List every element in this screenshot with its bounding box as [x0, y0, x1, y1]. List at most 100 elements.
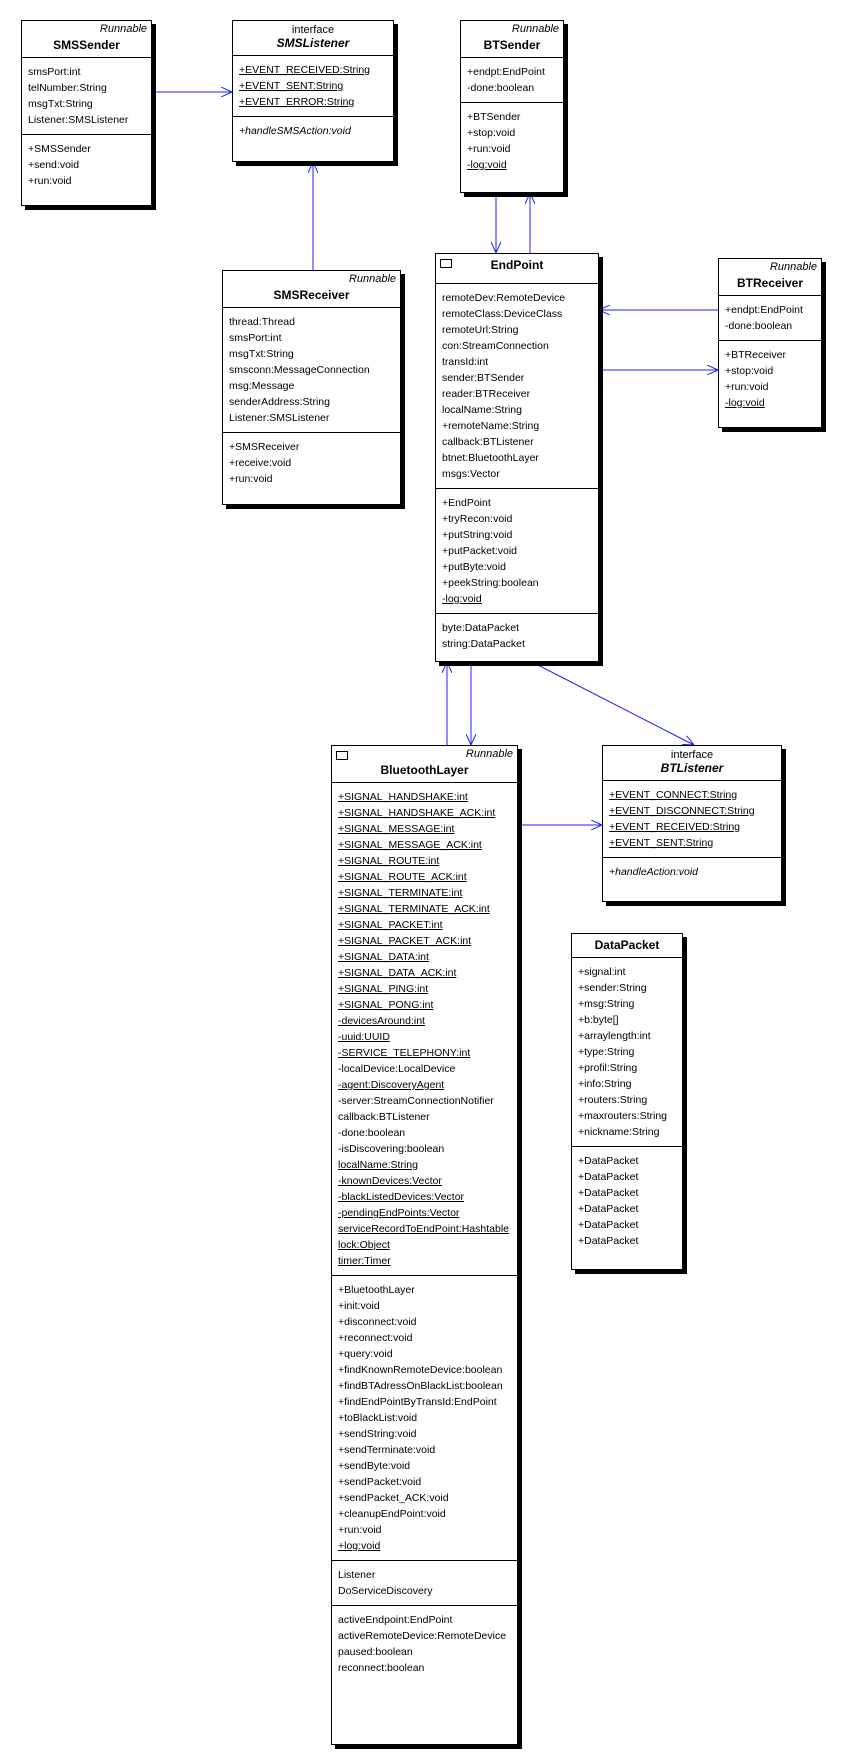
- member-row: +BTReceiver: [725, 349, 786, 361]
- member-row: +EVENT_DISCONNECT:String: [609, 805, 755, 817]
- member-row: +send:void: [28, 159, 80, 171]
- member-row: +sendString:void: [338, 1428, 417, 1440]
- member-row: con:StreamConnection: [442, 340, 549, 352]
- member-row: paused:boolean: [338, 1646, 413, 1658]
- attributes-compartment: +endpt:EndPoint-done:boolean: [719, 296, 821, 341]
- connector-endpoint-to-btlistener: [531, 661, 694, 745]
- member-row: +profil:String: [578, 1062, 638, 1074]
- member-row: remoteClass:DeviceClass: [442, 308, 563, 320]
- member-row: +run:void: [467, 143, 511, 155]
- class-box-datapacket: DataPacket +signal:int+sender:String+msg…: [571, 933, 683, 1270]
- member-row: +sendTerminate:void: [338, 1444, 436, 1456]
- package-icon: [336, 751, 348, 760]
- class-name: SMSReceiver: [273, 288, 350, 302]
- member-row: callback:BTListener: [442, 436, 534, 448]
- member-row: -done:boolean: [467, 82, 535, 94]
- member-row: -knownDevices:Vector: [338, 1175, 442, 1187]
- member-row: +SIGNAL_HANDSHAKE:int: [338, 791, 468, 803]
- member-row: +cleanupEndPoint:void: [338, 1508, 446, 1520]
- member-row: +SIGNAL_DATA:int: [338, 951, 429, 963]
- member-row: +SIGNAL_TERMINATE:int: [338, 887, 463, 899]
- member-row: +info:String: [578, 1078, 632, 1090]
- member-row: +putByte:void: [442, 561, 506, 573]
- member-row: +SIGNAL_PONG:int: [338, 999, 434, 1011]
- stereotype-label: Runnable: [511, 23, 559, 35]
- member-row: +log:void: [338, 1540, 381, 1552]
- member-row: thread:Thread: [229, 316, 295, 328]
- member-row: +SIGNAL_TERMINATE_ACK:int: [338, 903, 490, 915]
- member-row: telNumber:String: [28, 82, 107, 94]
- member-row: +remoteName:String: [442, 420, 540, 432]
- member-row: byte:DataPacket: [442, 622, 520, 634]
- member-row: activeRemoteDevice:RemoteDevice: [338, 1630, 507, 1642]
- member-row: +SIGNAL_MESSAGE:int: [338, 823, 455, 835]
- operations-compartment: +handleSMSAction:void: [233, 117, 393, 145]
- member-row: +DataPacket: [578, 1219, 639, 1231]
- member-row: +findBTAdressOnBlackList:boolean: [338, 1380, 503, 1392]
- class-header: EndPoint: [436, 254, 598, 284]
- member-row: +EndPoint: [442, 497, 491, 509]
- stereotype-label: Runnable: [99, 23, 147, 35]
- attributes-compartment: +signal:int+sender:String+msg:String+b:b…: [572, 958, 682, 1147]
- member-row: +sender:String: [578, 982, 647, 994]
- member-row: +receive:void: [229, 457, 292, 469]
- operations-compartment: +BTReceiver+stop:void+run:void-log:void: [719, 341, 821, 417]
- class-header: Runnable BluetoothLayer: [332, 746, 517, 783]
- class-name: DataPacket: [594, 938, 660, 952]
- member-row: +SMSReceiver: [229, 441, 300, 453]
- member-row: +query:void: [338, 1348, 393, 1360]
- member-row: +maxrouters:String: [578, 1110, 667, 1122]
- member-row: +handleAction:void: [609, 866, 699, 878]
- member-row: +SMSSender: [28, 143, 91, 155]
- class-name: BTListener: [660, 761, 724, 775]
- member-row: smsPort:int: [28, 66, 81, 78]
- member-row: -server:StreamConnectionNotifier: [338, 1095, 494, 1107]
- member-row: +DataPacket: [578, 1203, 639, 1215]
- stereotype-label: Runnable: [769, 261, 817, 273]
- member-row: +init:void: [338, 1300, 380, 1312]
- member-row: +toBlackList:void: [338, 1412, 418, 1424]
- member-row: +DataPacket: [578, 1235, 639, 1247]
- member-row: +SIGNAL_MESSAGE_ACK:int: [338, 839, 482, 851]
- class-box-btlistener: interface BTListener +EVENT_CONNECT:Stri…: [602, 745, 782, 902]
- member-row: DoServiceDiscovery: [338, 1585, 433, 1597]
- member-row: +findKnownRemoteDevice:boolean: [338, 1364, 503, 1376]
- member-row: -log:void: [725, 397, 765, 409]
- member-row: +findEndPointByTransId:EndPoint: [338, 1396, 497, 1408]
- class-box-bluetoothlayer: Runnable BluetoothLayer +SIGNAL_HANDSHAK…: [331, 745, 518, 1745]
- member-row: msgs:Vector: [442, 468, 500, 480]
- class-header: interface SMSListener: [233, 21, 393, 56]
- member-row: +EVENT_SENT:String: [239, 80, 344, 92]
- operations-compartment: +SMSReceiver+receive:void+run:void: [223, 433, 400, 493]
- stereotype-label: Runnable: [348, 273, 396, 285]
- class-box-btreceiver: Runnable BTReceiver +endpt:EndPoint-done…: [718, 258, 822, 428]
- member-row: +sendByte:void: [338, 1460, 411, 1472]
- member-row: -uuid:UUID: [338, 1031, 390, 1043]
- interface-keyword: interface: [291, 24, 335, 36]
- member-row: callback:BTListener: [338, 1111, 430, 1123]
- member-row: -done:boolean: [338, 1127, 406, 1139]
- member-row: +DataPacket: [578, 1187, 639, 1199]
- member-row: -agent:DiscoveryAgent: [338, 1079, 445, 1091]
- member-row: -localDevice:LocalDevice: [338, 1063, 456, 1075]
- operations-compartment: +EndPoint+tryRecon:void+putString:void+p…: [436, 489, 598, 614]
- member-row: localName:String: [338, 1159, 418, 1171]
- member-row: btnet:BluetoothLayer: [442, 452, 539, 464]
- member-row: -done:boolean: [725, 320, 793, 332]
- member-row: +routers:String: [578, 1094, 648, 1106]
- member-row: +SIGNAL_PACKET_ACK:int: [338, 935, 472, 947]
- attributes-compartment: +EVENT_CONNECT:String +EVENT_DISCONNECT:S…: [603, 781, 781, 858]
- member-row: +EVENT_CONNECT:String: [609, 789, 738, 801]
- member-row: +SIGNAL_ROUTE_ACK:int: [338, 871, 467, 883]
- member-row: +signal:int: [578, 966, 626, 978]
- member-row: +sendPacket:void: [338, 1476, 422, 1488]
- member-row: -SERVICE_TELEPHONY:int: [338, 1047, 471, 1059]
- member-row: +run:void: [338, 1524, 382, 1536]
